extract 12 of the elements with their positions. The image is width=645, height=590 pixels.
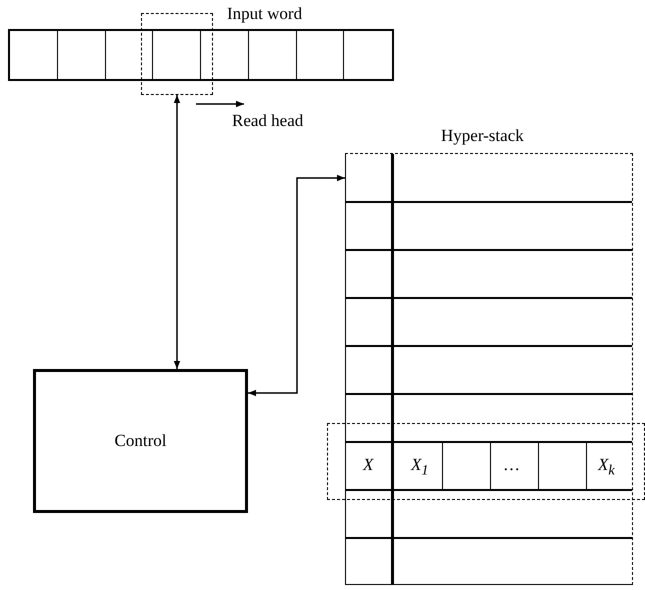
cell-symbol: X$_{1}$ bbox=[411, 455, 428, 480]
cell-symbol: … bbox=[503, 455, 520, 475]
read-head-window bbox=[141, 13, 213, 95]
control-box: Control bbox=[33, 369, 248, 513]
arrow bbox=[174, 95, 180, 369]
cell-symbol: X bbox=[363, 455, 374, 475]
arrow bbox=[248, 174, 345, 396]
stack-row-outline bbox=[327, 423, 645, 500]
stack-title: Hyper-stack bbox=[441, 126, 524, 146]
cell-symbol: X$_{k}$ bbox=[598, 455, 615, 480]
head-label: Read head bbox=[232, 111, 304, 131]
tape-title: Input word bbox=[227, 4, 302, 24]
